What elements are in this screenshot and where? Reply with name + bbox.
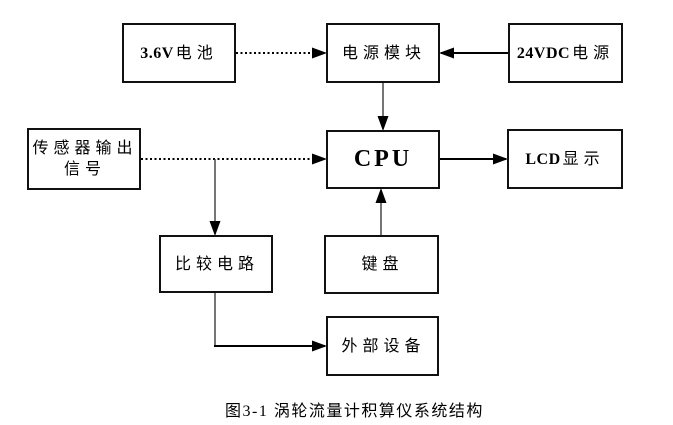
node-dc-power-prefix: 24VDC (516, 44, 571, 62)
node-power-module-label: 电源模块 (341, 44, 426, 62)
node-sensor-signal: 传感器输出 信号 (27, 128, 141, 190)
node-keyboard: 键盘 (324, 235, 439, 294)
node-cpu: CPU (326, 130, 440, 189)
node-lcd-label: 显示 (562, 150, 605, 168)
figure-caption: 图3-1 涡轮流量计积算仪系统结构 (225, 403, 484, 420)
node-comparator: 比较电路 (159, 235, 273, 293)
node-sensor-signal-line1: 传感器输出 (32, 140, 138, 157)
node-cpu-label: CPU (353, 146, 413, 172)
node-external-device: 外部设备 (326, 316, 439, 376)
node-battery-prefix: 3.6V (140, 44, 174, 62)
node-sensor-signal-line2: 信号 (63, 161, 106, 178)
node-power-module: 电源模块 (326, 23, 440, 83)
node-comparator-label: 比较电路 (174, 255, 259, 273)
node-external-device-label: 外部设备 (341, 337, 426, 355)
node-dc-power-label: 电源 (572, 44, 615, 62)
node-lcd-prefix: LCD (525, 150, 561, 168)
node-battery-label: 电池 (175, 44, 218, 62)
node-keyboard-label: 键盘 (361, 256, 404, 273)
